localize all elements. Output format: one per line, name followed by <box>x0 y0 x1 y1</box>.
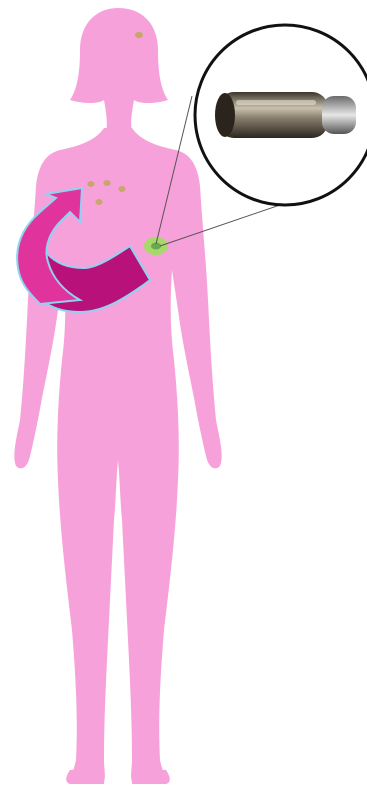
right-foot <box>132 768 170 784</box>
left-foot <box>66 768 104 784</box>
female-body-silhouette-icon <box>14 8 221 784</box>
capsule-end <box>215 93 235 137</box>
capsule-cap <box>322 96 356 134</box>
radioactive-seed-icon <box>103 180 110 186</box>
radioactive-seed-icon <box>95 199 102 205</box>
head <box>70 8 168 132</box>
radioactive-seed-icon <box>135 32 143 38</box>
device-callout <box>195 25 367 205</box>
radioactive-seed-icon <box>118 186 125 192</box>
seed-capsule-icon <box>215 92 356 138</box>
capsule-highlight <box>236 100 316 105</box>
implant-site-marker <box>144 237 168 255</box>
radioactive-seed-icon <box>87 181 94 187</box>
